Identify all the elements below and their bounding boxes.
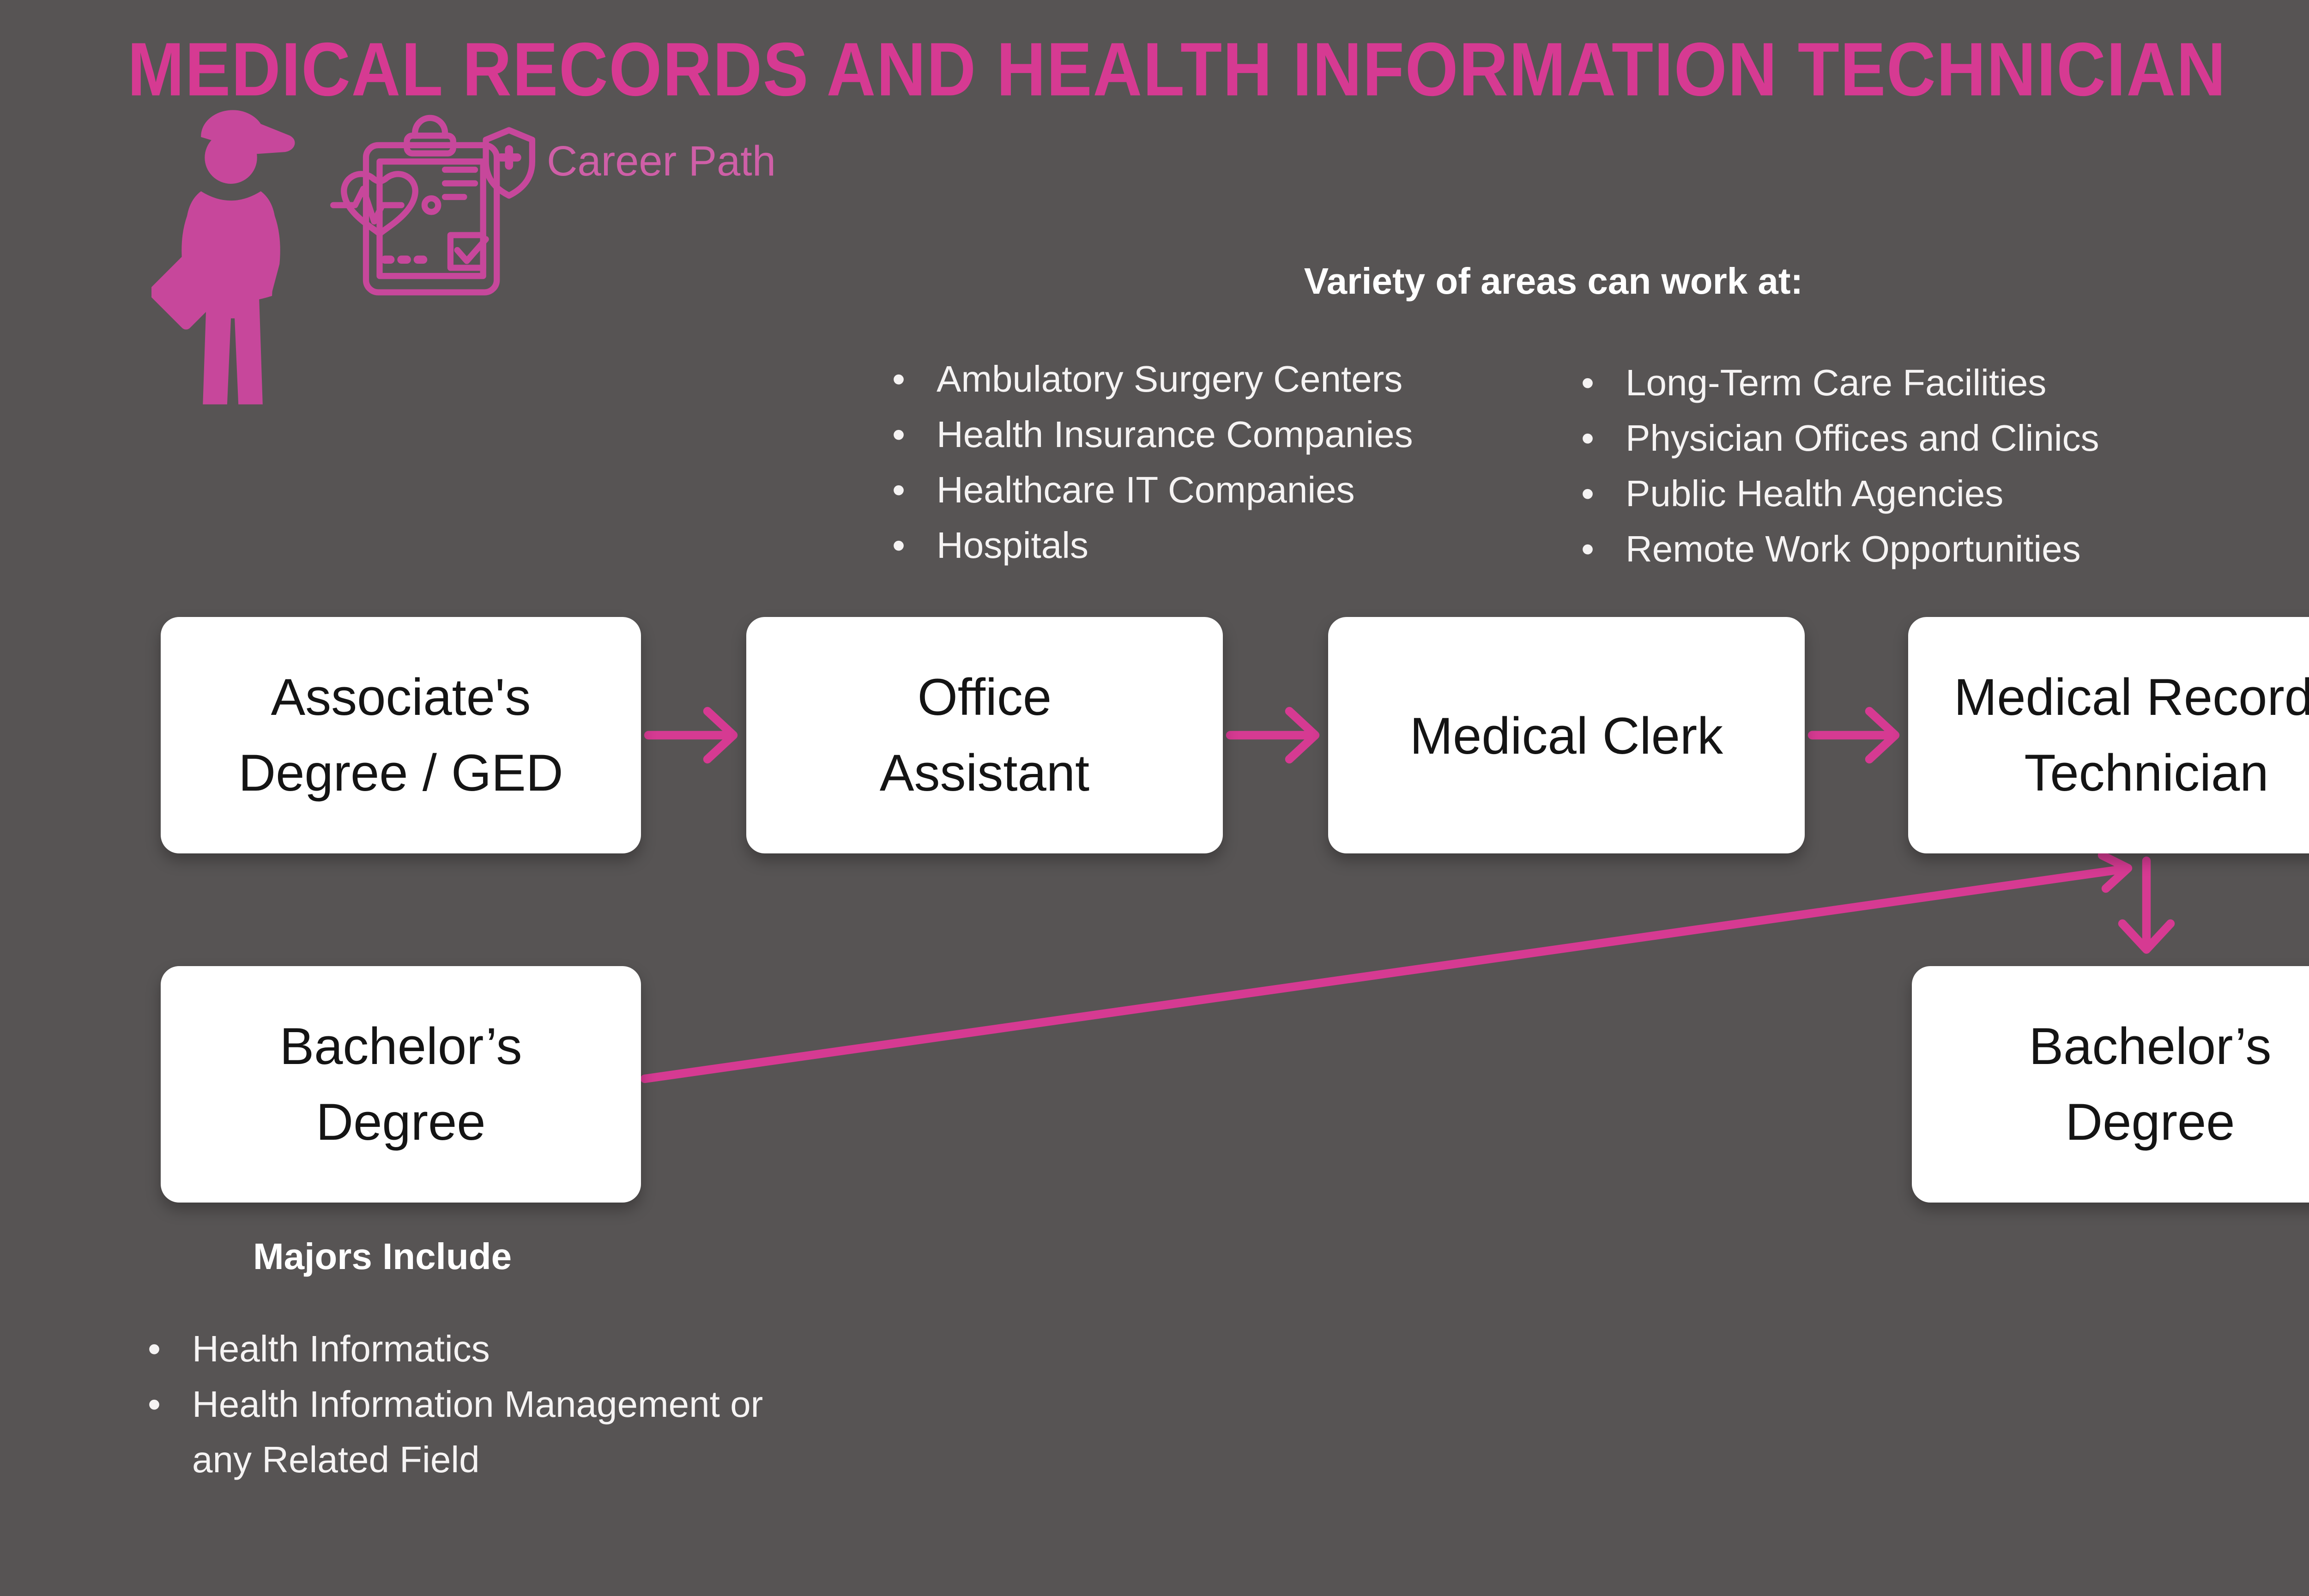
edge-bachelors-to-technician-diagonal-arrow [640, 851, 2133, 1083]
node-medical-records-technician: Medical Records Technician [1908, 617, 2309, 853]
edge-office-to-clerk-arrow [1226, 707, 1320, 764]
node-bachelors-degree-right: Bachelor’s Degree [1912, 966, 2309, 1203]
majors-list: Health Informatics Health Information Ma… [148, 1323, 924, 1489]
medical-worker-icon [151, 110, 295, 405]
work-area-item: Public Health Agencies [1581, 467, 2246, 523]
work-area-item: Physician Offices and Clinics [1581, 412, 2246, 467]
edge-clerk-to-technician-arrow [1807, 707, 1900, 764]
work-areas-list-left: Ambulatory Surgery Centers Health Insura… [892, 353, 1520, 574]
edge-associates-to-office-arrow [644, 707, 738, 764]
node-associates-degree-ged: Associate's Degree / GED [161, 617, 641, 853]
work-area-item: Hospitals [892, 519, 1520, 574]
node-medical-clerk: Medical Clerk [1328, 617, 1805, 853]
work-areas-heading: Variety of areas can work at: [1304, 262, 1803, 303]
medical-records-clipboard-icon [330, 115, 536, 296]
work-area-item: Healthcare IT Companies [892, 464, 1520, 519]
work-area-item: Health Insurance Companies [892, 408, 1520, 464]
work-area-item: Ambulatory Surgery Centers [892, 353, 1520, 408]
work-area-item: Long-Term Care Facilities [1581, 357, 2246, 412]
major-item: Health Information Management or any Rel… [148, 1378, 924, 1489]
work-area-item: Remote Work Opportunities [1581, 523, 2246, 578]
majors-heading: Majors Include [253, 1238, 512, 1278]
page-title: MEDICAL RECORDS AND HEALTH INFORMATION T… [127, 30, 2227, 114]
work-areas-list-right: Long-Term Care Facilities Physician Offi… [1581, 357, 2246, 578]
node-office-assistant: Office Assistant [746, 617, 1223, 853]
career-path-subtitle: Career Path [547, 137, 776, 185]
node-bachelors-degree-left: Bachelor’s Degree [161, 966, 641, 1203]
edge-technician-to-bachelors-arrow [2118, 856, 2175, 954]
major-item: Health Informatics [148, 1323, 924, 1378]
